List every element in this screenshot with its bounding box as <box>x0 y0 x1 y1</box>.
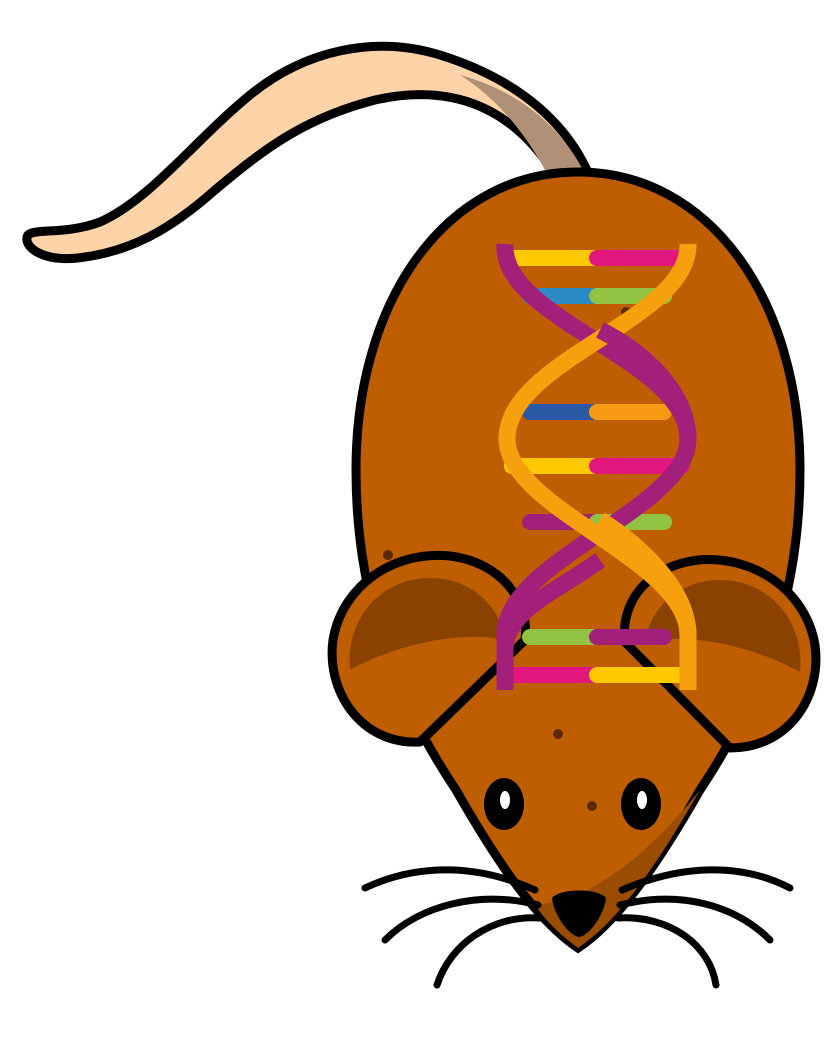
tail <box>22 41 597 264</box>
dna-strand-purple <box>496 243 697 690</box>
freckle <box>553 729 563 739</box>
dna-strand-purple-front <box>596 322 697 441</box>
dna-strand-orange-front <box>496 553 606 651</box>
dna-base-pairs <box>504 250 690 683</box>
right-whiskers <box>614 866 794 989</box>
left-ear <box>327 550 531 747</box>
nose-icon <box>552 890 606 937</box>
left-ear-inner <box>349 578 505 670</box>
face <box>361 778 794 989</box>
left-eye-highlight <box>500 791 510 809</box>
right-eye-highlight <box>637 791 647 809</box>
dna-strand-orange-front-lower <box>595 512 697 690</box>
left-whiskers <box>361 866 544 989</box>
dna-helix-icon <box>496 243 697 690</box>
tail-shadow <box>460 75 588 180</box>
freckle <box>383 550 393 560</box>
freckle <box>587 801 597 811</box>
tail-outline <box>22 41 597 264</box>
